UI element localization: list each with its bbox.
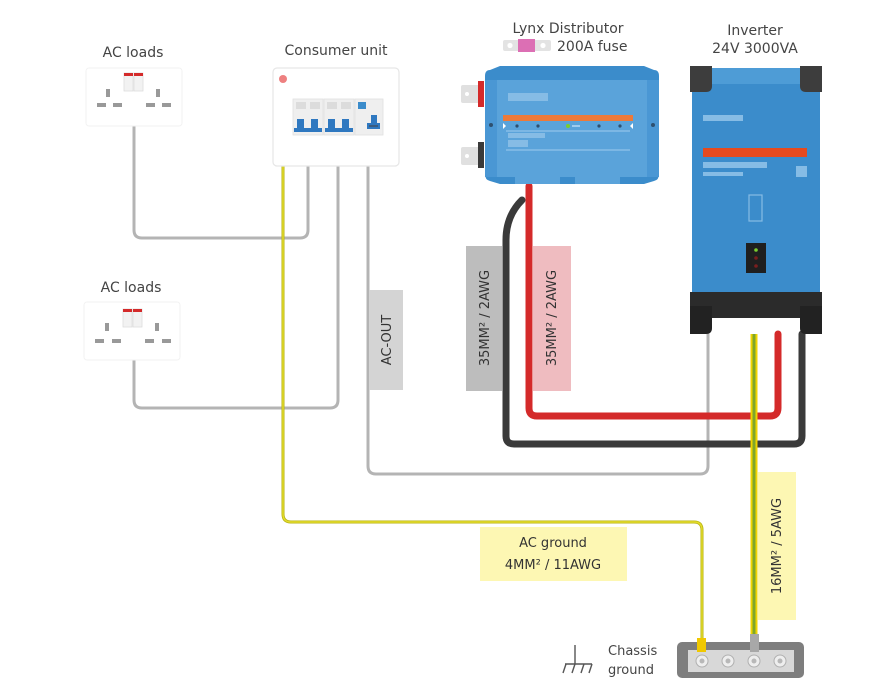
chassis-ground-label-1: Chassis — [608, 644, 657, 659]
consumer-unit-label: Consumer unit — [285, 43, 388, 59]
indicator-light — [279, 75, 287, 83]
chassis-ground-label-2: ground — [608, 663, 654, 678]
ac-loads-bottom-label: AC loads — [101, 280, 162, 296]
tag-positive-cable: 35MM² / 2AWG — [533, 246, 571, 391]
fuse-icon — [503, 39, 551, 52]
lynx-fuse-row — [489, 123, 655, 128]
tag-ac-ground-title: AC ground — [519, 536, 587, 551]
inverter-spec: 24V 3000VA — [712, 41, 798, 57]
lynx-distributor — [461, 66, 659, 184]
wire-negative — [502, 196, 806, 448]
wire-ac-loads-bottom — [132, 164, 340, 410]
inverter-title: Inverter — [727, 23, 783, 39]
lynx-terminal-negative — [461, 147, 481, 165]
wire-ac-out — [366, 164, 710, 476]
ground-symbol-icon — [562, 645, 593, 674]
bus-bar-screws — [695, 654, 787, 668]
socket-bottom — [83, 301, 181, 361]
tag-inverter-ground-text: 16MM² / 5AWG — [770, 498, 785, 594]
tag-ac-ground: AC ground 4MM² / 11AWG — [480, 527, 627, 581]
tag-inverter-ground: 16MM² / 5AWG — [758, 472, 796, 620]
lynx-title: Lynx Distributor — [512, 21, 623, 37]
tag-negative-text: 35MM² / 2AWG — [478, 270, 493, 366]
wire-positive — [525, 182, 782, 420]
tag-negative-cable: 35MM² / 2AWG — [466, 246, 502, 391]
tag-ac-out: AC-OUT — [369, 290, 403, 390]
inverter-switch — [748, 194, 763, 222]
inverter-led-panel — [746, 243, 766, 273]
tag-ac-out-text: AC-OUT — [380, 315, 395, 366]
wires — [132, 108, 806, 642]
consumer-unit — [272, 67, 400, 167]
socket-top — [85, 67, 183, 127]
ac-loads-top-label: AC loads — [103, 45, 164, 61]
ground-bus-bar — [677, 634, 804, 678]
lynx-terminal-positive — [461, 85, 481, 103]
lynx-fuse-label: 200A fuse — [557, 39, 627, 55]
lynx-status-led — [566, 124, 570, 128]
inverter — [690, 66, 822, 334]
tag-ac-ground-size: 4MM² / 11AWG — [505, 558, 601, 573]
tag-positive-text: 35MM² / 2AWG — [545, 270, 560, 366]
wire-ac-loads-top — [132, 108, 310, 240]
